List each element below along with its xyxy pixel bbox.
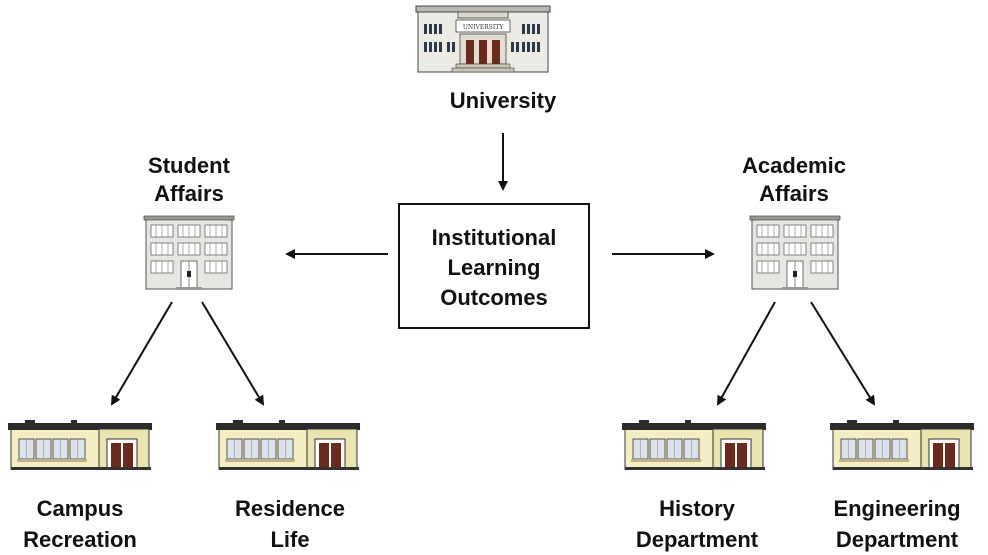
academic-affairs-building-icon <box>749 215 841 291</box>
history-department-building-icon <box>621 419 767 471</box>
academic-affairs-label: Academic Affairs <box>742 153 846 206</box>
student-affairs-label: Student Affairs <box>148 153 230 206</box>
institutional-learning-outcomes-label: Institutional Learning Outcomes <box>431 225 557 310</box>
institutional-learning-outcomes-box <box>398 203 590 329</box>
arrow-academic-affairs-to-engineering <box>810 301 876 406</box>
residence-life-building-icon <box>215 419 361 471</box>
arrow-academic-affairs-to-history <box>717 301 776 406</box>
student-affairs-building-icon <box>143 215 235 291</box>
engineering-department-label: Engineering Department <box>833 496 961 552</box>
campus-recreation-label: Campus Recreation <box>23 496 137 552</box>
history-department-label: History Department <box>635 496 759 552</box>
arrow-student-affairs-to-residence-life <box>201 301 265 406</box>
university-label: University <box>449 88 557 113</box>
university-building-icon <box>415 5 551 73</box>
engineering-department-building-icon <box>829 419 975 471</box>
campus-recreation-building-icon <box>7 419 153 471</box>
arrow-student-affairs-to-campus-recreation <box>110 301 173 406</box>
residence-life-label: Residence Life <box>234 496 346 552</box>
